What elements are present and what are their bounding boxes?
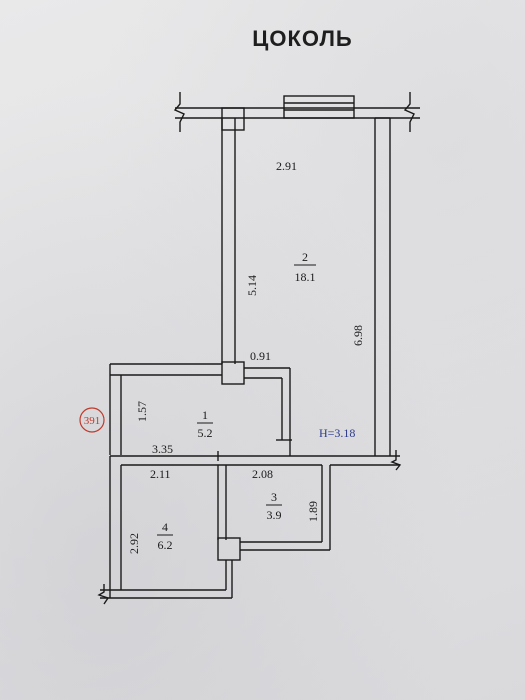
dim-2-08: 2.08 (252, 467, 273, 481)
dim-2-92: 2.92 (127, 533, 141, 554)
room-3-number: 3 (271, 490, 277, 504)
dim-5-14: 5.14 (245, 275, 259, 296)
room-4-number: 4 (162, 520, 168, 534)
room-1-number: 1 (202, 408, 208, 422)
dim-2-91: 2.91 (276, 159, 297, 173)
room-2-walls (221, 107, 391, 456)
dim-1-89: 1.89 (306, 501, 320, 522)
page-title: ЦОКОЛЬ (252, 26, 353, 51)
room-1-walls (109, 361, 292, 456)
dim-6-98: 6.98 (351, 325, 365, 346)
dim-1-57: 1.57 (135, 401, 149, 422)
top-wall (173, 92, 420, 132)
dim-0-91: 0.91 (250, 349, 271, 363)
room-2-number: 2 (302, 250, 308, 264)
ceiling-height-label: H=3.18 (319, 426, 355, 440)
room-1-area: 5.2 (198, 426, 213, 440)
room-3-area: 3.9 (267, 508, 282, 522)
plan-number-badge: 391 (84, 415, 101, 427)
lower-rooms-walls (97, 456, 331, 605)
badge-circle (79, 407, 105, 433)
room-4-area: 6.2 (158, 538, 173, 552)
room-2-area: 18.1 (295, 270, 316, 284)
dim-3-35: 3.35 (152, 442, 173, 456)
dim-2-11: 2.11 (150, 467, 171, 481)
middle-partition (110, 450, 402, 471)
